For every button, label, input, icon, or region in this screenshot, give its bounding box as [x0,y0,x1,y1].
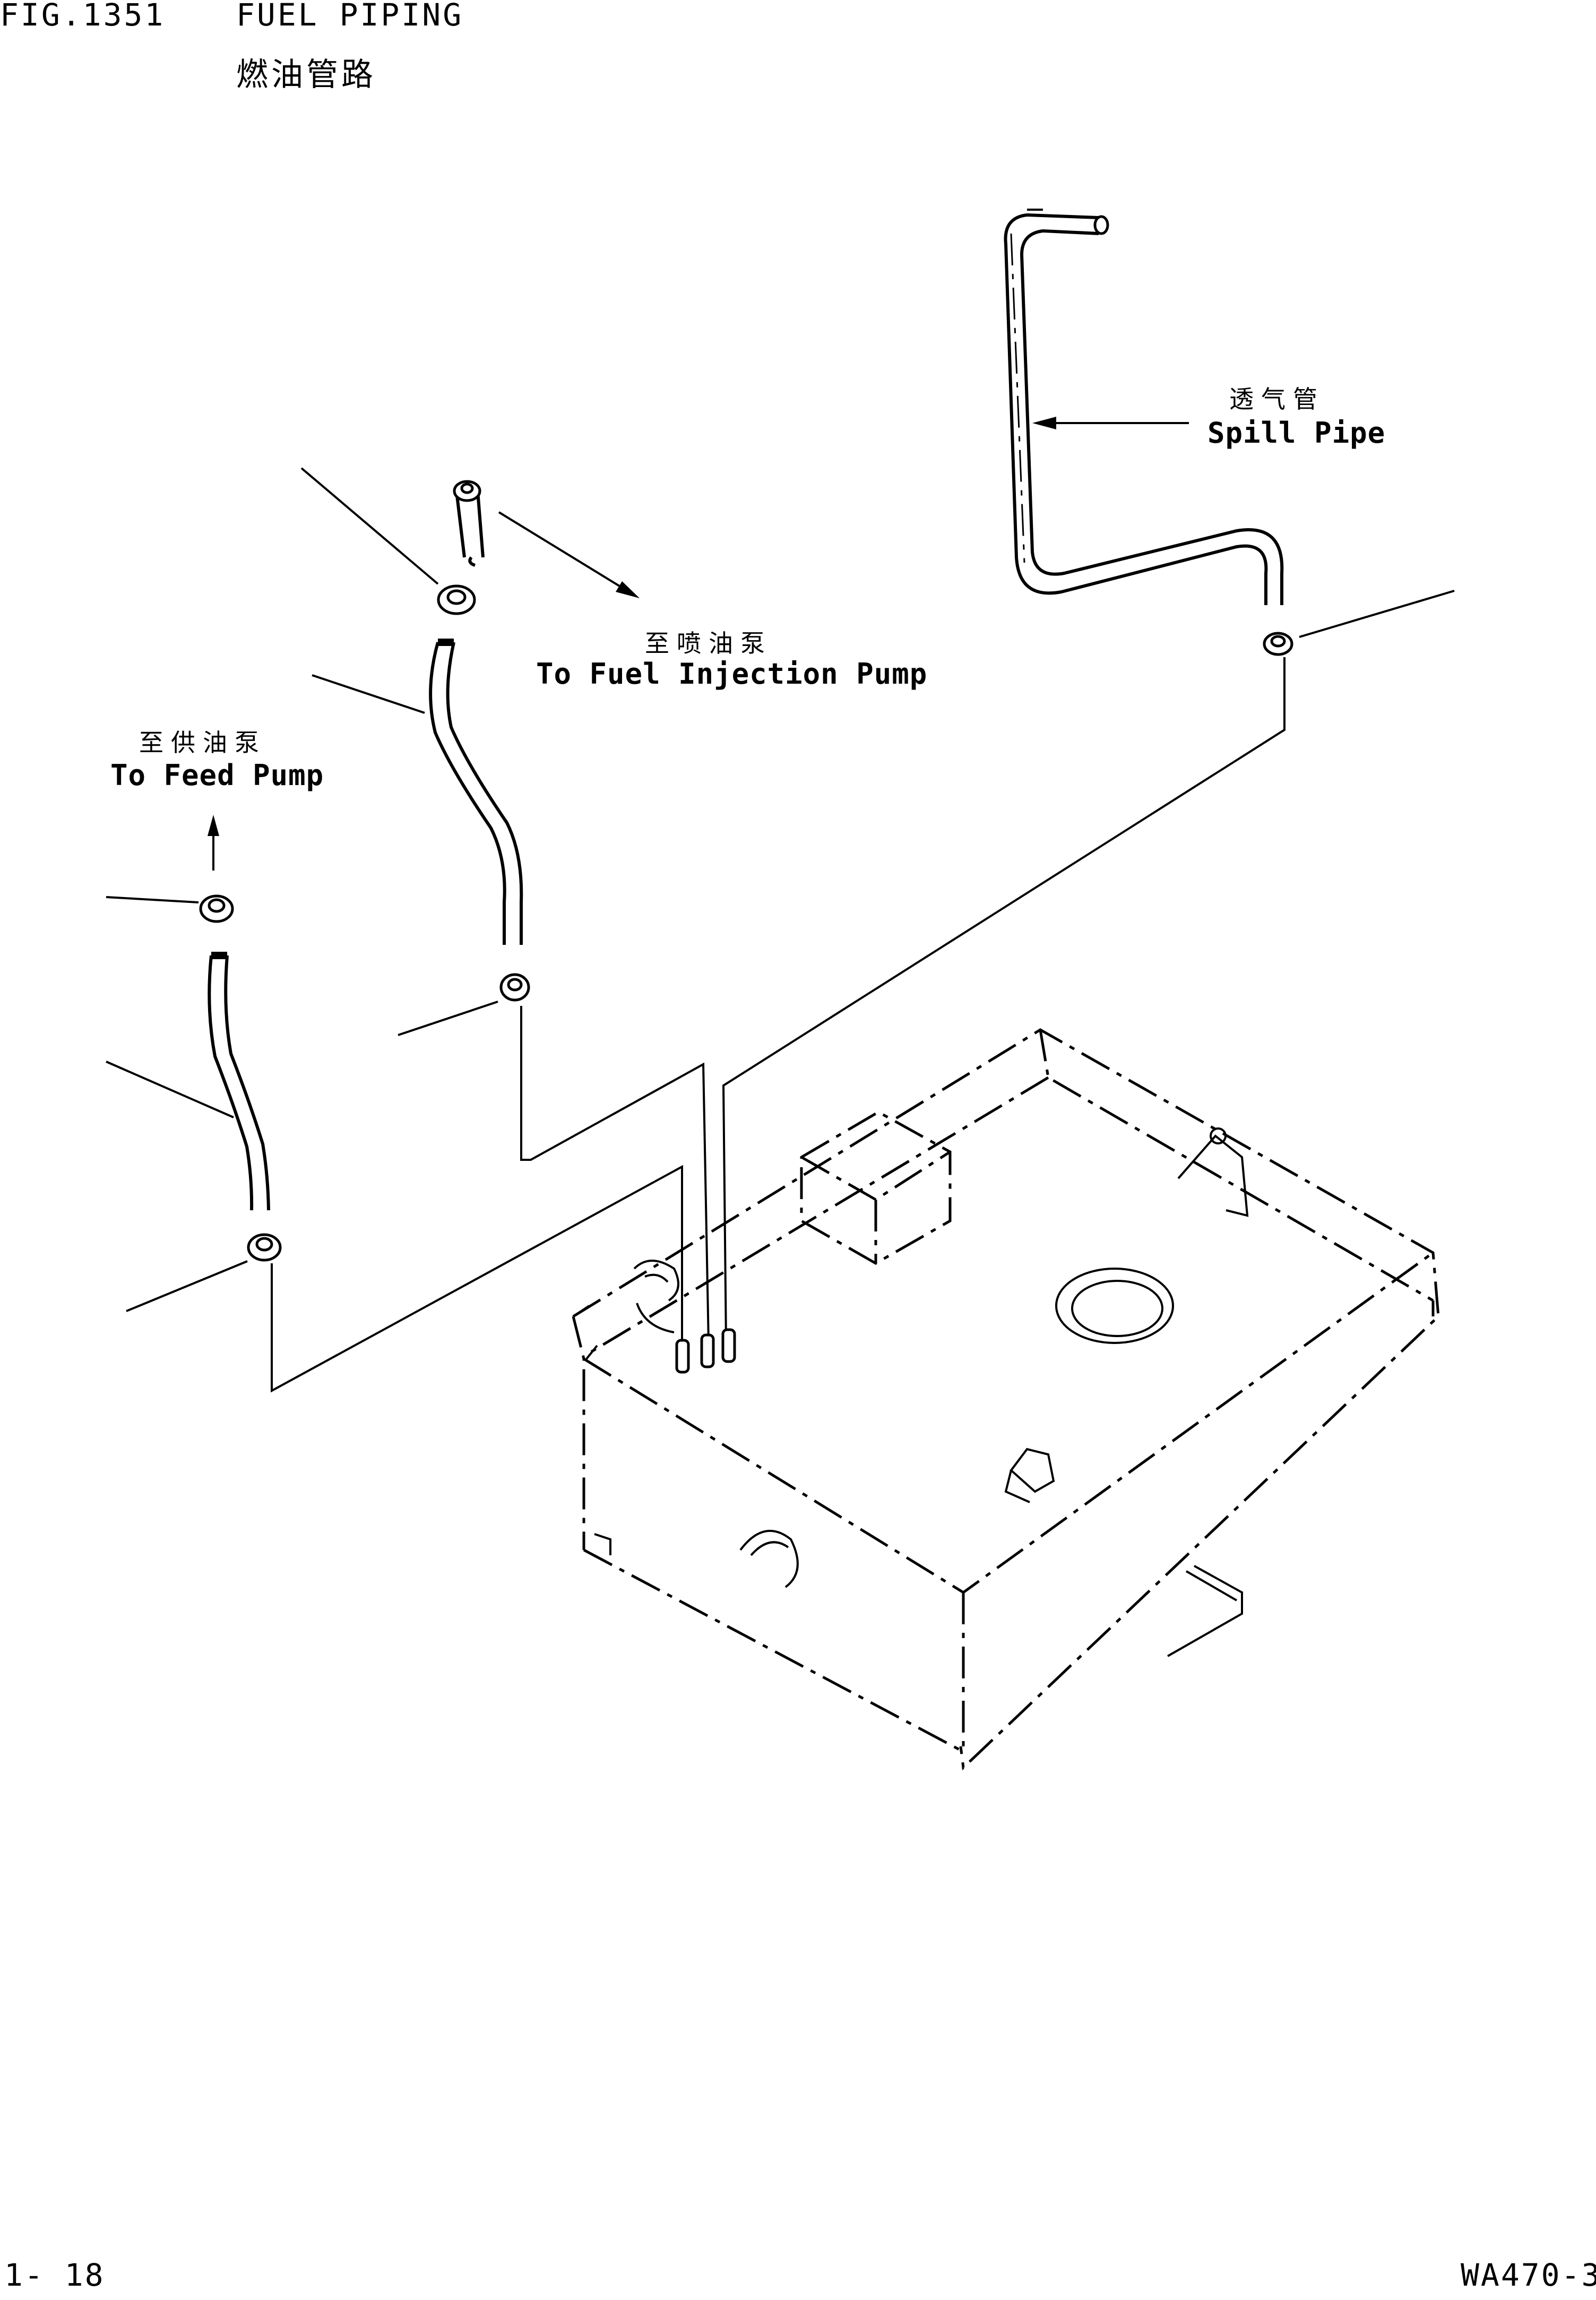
figure-number: FIG.1351 [0,0,166,33]
middle-hose-drawing [429,639,523,945]
model-number: WA470-3 [1461,2257,1596,2293]
feed-hose-drawing [208,952,270,1211]
fuel-tank-drawing [572,1028,1440,1771]
figure-title-en: FUEL PIPING [236,0,464,33]
injection-route [520,1006,710,1343]
middle-lower-clamp [499,973,530,1002]
spill-pipe-label-cn: 透气管 [1229,385,1325,414]
spill-clamp [1263,632,1293,656]
injection-pump-label-en: To Fuel Injection Pump [536,657,928,691]
feed-pump-label-en: To Feed Pump [110,759,324,792]
feed-clamp [199,894,234,923]
spill-pipe-label-en: Spill Pipe [1207,416,1386,450]
injection-pump-label-cn: 至喷油泵 [645,629,772,658]
page-number: 1- 18 [4,2257,105,2293]
injection-clamp [437,584,476,615]
feed-lower-clamp [247,1233,282,1262]
injection-hose-drawing [453,480,485,567]
tank-outlets [633,1260,736,1374]
spill-pipe-drawing [1004,209,1284,605]
figure-title-cn: 燃油管路 [236,56,376,93]
spill-route [722,657,1286,1343]
feed-pump-label-cn: 至供油泵 [139,728,266,757]
feed-route [271,1165,683,1393]
